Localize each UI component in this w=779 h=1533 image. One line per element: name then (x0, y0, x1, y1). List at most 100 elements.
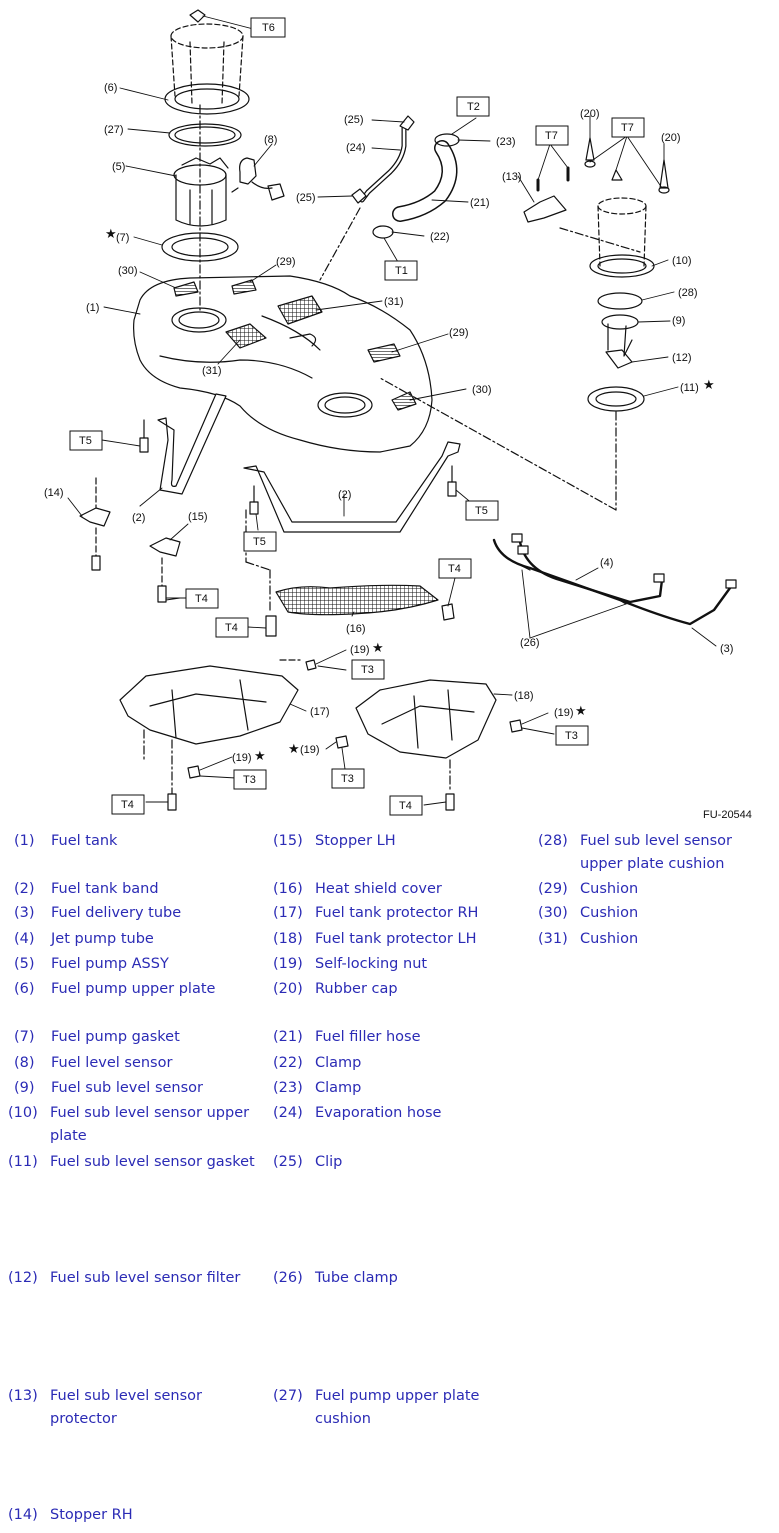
callout-12: (12) (672, 352, 692, 364)
callout-18: (18) (514, 690, 534, 702)
svg-text:T7: T7 (621, 122, 634, 134)
callout-21: (21) (470, 197, 490, 209)
svg-text:T1: T1 (395, 265, 408, 277)
callout-23: (23) (496, 136, 516, 148)
star-11: ★ (703, 377, 715, 392)
callout-15: (15) (188, 511, 208, 523)
fuel-level-sensor-drawing (231, 157, 285, 201)
fuel-pump-upper-plate-drawing (164, 9, 250, 115)
callout-10: (10) (672, 255, 692, 267)
svg-text:T3: T3 (361, 664, 374, 676)
torque-box-t3-c: T3 (233, 769, 267, 790)
fuel-delivery-tube-drawing (492, 538, 732, 626)
svg-text:T4: T4 (225, 622, 238, 634)
fuel-tank-protector-lh-drawing (355, 679, 497, 759)
callout-11: (11) (680, 382, 699, 394)
fuel-pump-upper-plate-cushion-drawing (168, 123, 242, 147)
callout-19-d: (19) (232, 752, 252, 764)
cushion-31-b-drawing (225, 323, 267, 349)
bolt-t5-c-drawing (447, 465, 457, 497)
svg-text:T6: T6 (262, 22, 275, 34)
torque-box-t5-c: T5 (243, 531, 277, 552)
star-7: ★ (105, 226, 117, 241)
svg-text:T4: T4 (399, 800, 412, 812)
cushion-29-a-drawing (231, 279, 257, 295)
sub-level-sensor-protector-drawing (523, 195, 567, 223)
callout-25-a: (25) (344, 114, 364, 126)
callout-5: (5) (112, 161, 125, 173)
torque-box-t4-a: T4 (438, 558, 472, 579)
callout-2-a: (2) (132, 512, 145, 524)
callout-25-b: (25) (296, 192, 316, 204)
callout-14: (14) (44, 487, 64, 499)
star-19-a: ★ (372, 640, 384, 655)
svg-text:T3: T3 (565, 730, 578, 742)
cushion-31-a-drawing (277, 295, 323, 325)
callout-31-a: (31) (384, 296, 404, 308)
torque-box-t4-c: T4 (215, 617, 249, 638)
callout-1: (1) (86, 302, 99, 314)
callout-19-b: (19) (554, 707, 574, 719)
svg-text:T3: T3 (243, 774, 256, 786)
svg-text:T3: T3 (341, 773, 354, 785)
bolt-t5-b-drawing (249, 485, 259, 515)
torque-box-t2: T2 (456, 96, 490, 117)
fuel-tank-band-left-drawing (157, 393, 227, 495)
callout-28: (28) (678, 287, 698, 299)
callout-4: (4) (600, 557, 613, 569)
svg-text:T4: T4 (121, 799, 134, 811)
torque-box-t7-a: T7 (535, 125, 569, 146)
torque-box-t1: T1 (384, 260, 418, 281)
torque-box-t4-b: T4 (185, 588, 219, 609)
torque-box-t4-d: T4 (111, 794, 145, 815)
bolt-t5-a-drawing (139, 419, 149, 453)
fuel-tank-drawing (133, 275, 433, 453)
callout-22: (22) (430, 231, 450, 243)
clamp-22-drawing (372, 225, 394, 239)
callout-30-b: (30) (472, 384, 492, 396)
callout-8: (8) (264, 134, 277, 146)
fuel-tank-protector-rh-drawing (119, 665, 299, 745)
svg-text:T5: T5 (475, 505, 488, 517)
svg-text:T4: T4 (195, 593, 208, 605)
svg-text:T4: T4 (448, 563, 461, 575)
callout-19-a: (19) (350, 644, 370, 656)
callout-31-b: (31) (202, 365, 222, 377)
cushion-30-a-drawing (173, 281, 199, 297)
fuel-pump-assy-drawing (173, 157, 229, 227)
torque-box-t5-b: T5 (465, 500, 499, 521)
fuel-tank-band-right-drawing (243, 441, 461, 533)
callout-29-b: (29) (449, 327, 469, 339)
callout-19-c: (19) (300, 744, 320, 756)
callout-2-b: (2) (338, 489, 351, 501)
callout-30-a: (30) (118, 265, 138, 277)
svg-text:T7: T7 (545, 130, 558, 142)
stopper-rh-drawing (79, 507, 111, 527)
cushion-29-b-drawing (367, 343, 401, 363)
stopper-lh-drawing (149, 537, 181, 557)
torque-box-t3-b: T3 (555, 725, 589, 746)
svg-text:T2: T2 (467, 101, 480, 113)
callout-24: (24) (346, 142, 366, 154)
star-19-c: ★ (288, 741, 300, 756)
heat-shield-cover-drawing (275, 584, 439, 616)
torque-box-t6: T6 (250, 17, 286, 38)
torque-box-t3-a: T3 (351, 659, 385, 680)
cushion-30-b-drawing (391, 391, 417, 411)
callout-27: (27) (104, 124, 124, 136)
star-19-b: ★ (575, 703, 587, 718)
svg-text:T5: T5 (253, 536, 266, 548)
callout-26: (26) (520, 637, 540, 649)
star-19-d: ★ (254, 748, 266, 763)
svg-text:T5: T5 (79, 435, 92, 447)
callout-20-a: (20) (580, 108, 600, 120)
torque-box-t4-e: T4 (389, 795, 423, 816)
callout-13: (13) (502, 171, 522, 183)
callout-6: (6) (104, 82, 117, 94)
callout-3: (3) (720, 643, 733, 655)
callout-7: (7) (116, 232, 129, 244)
diagram-code: FU-20544 (703, 809, 752, 821)
torque-box-t7-b: T7 (611, 117, 645, 138)
callout-29-a: (29) (276, 256, 296, 268)
callout-16: (16) (346, 623, 366, 635)
